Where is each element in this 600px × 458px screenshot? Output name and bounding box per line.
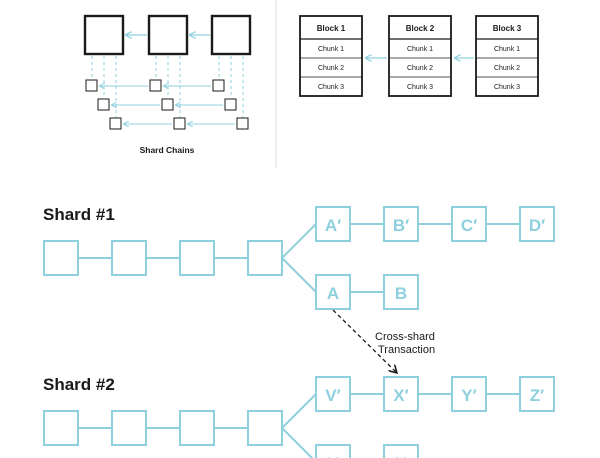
beacon-block-3 [210,14,252,56]
shard-block [236,117,249,130]
shard-block [224,98,237,111]
shard-block [85,79,98,92]
beacon-block-1 [83,14,125,56]
shard-chains-panel: Shard Chains [83,14,252,155]
chunk-label: Chunk 3 [494,84,520,91]
block-label: A′ [325,216,341,235]
shard-1-block [247,240,283,276]
block-label: A [327,284,339,303]
shard-2-fork-top: V′ X′ Y′ Z′ [315,376,555,412]
block-label: X [395,454,407,458]
shard-1-block [111,240,147,276]
chunk-label: Chunk 1 [318,46,344,53]
shard-chains-caption: Shard Chains [140,145,195,155]
chunk-label: Chunk 2 [494,65,520,72]
shard-2-fork-bottom: V X [315,444,419,458]
shard-1-links [78,223,520,293]
block-label: D′ [529,216,545,235]
block-label: Y′ [461,386,476,405]
shard-1-fork-bottom: A B [315,274,419,310]
chunk-label: Chunk 1 [494,46,520,53]
shard-block [109,117,122,130]
block-title: Block 3 [493,24,522,33]
chunk-label: Chunk 3 [318,84,344,91]
block-label: B′ [393,216,409,235]
block-chunks-panel: Block 1 Chunk 1 Chunk 2 Chunk 3 Block 2 … [299,15,539,97]
shard-2-block [111,410,147,446]
block-label: V [327,454,339,458]
block-card-1: Block 1 Chunk 1 Chunk 2 Chunk 3 [299,15,363,97]
shard-2-block [43,410,79,446]
block-label: X′ [393,386,408,405]
beacon-block-2 [147,14,189,56]
shard-block [212,79,225,92]
shard-2-group: Shard #2 V′ X′ Y′ Z′ [43,375,555,458]
block-label: Z′ [530,386,544,405]
block-label: C′ [461,216,477,235]
shard-block [97,98,110,111]
block-label: B [395,284,407,303]
block-title: Block 2 [406,24,435,33]
chunk-label: Chunk 2 [407,65,433,72]
shard-1-fork-top: A′ B′ C′ D′ [315,206,555,242]
shard-2-block [247,410,283,446]
shard-1-block [43,240,79,276]
crosslink-lines [91,56,244,118]
cross-shard-transaction: Cross-shard Transaction [332,309,435,372]
shard-block [161,98,174,111]
block-title: Block 1 [317,24,346,33]
shard-1-block [179,240,215,276]
shard-2-links [78,393,520,458]
cross-shard-arrow [332,309,396,372]
block-card-2: Block 2 Chunk 1 Chunk 2 Chunk 3 [388,15,452,97]
block-card-3: Block 3 Chunk 1 Chunk 2 Chunk 3 [475,15,539,97]
shard-2-block [179,410,215,446]
block-label: V′ [325,386,340,405]
shard-block [173,117,186,130]
shard-1-title: Shard #1 [43,205,115,224]
shard-2-title: Shard #2 [43,375,115,394]
chunk-label: Chunk 3 [407,84,433,91]
cross-shard-label-line-2: Transaction [378,344,435,356]
chunk-label: Chunk 2 [318,65,344,72]
cross-shard-label-line-1: Cross-shard [375,331,435,343]
chunk-label: Chunk 1 [407,46,433,53]
shard-block [149,79,162,92]
shard-1-group: Shard #1 A′ [43,205,555,310]
